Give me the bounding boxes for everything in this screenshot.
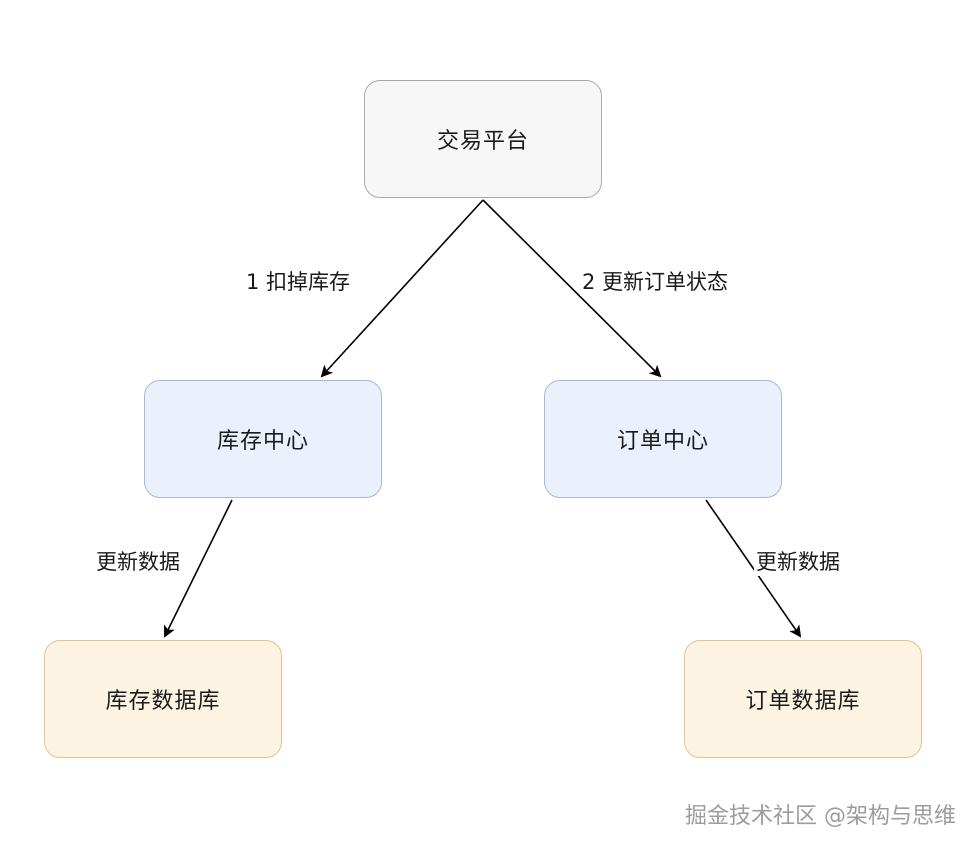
inventory-database-node: 库存数据库: [44, 640, 282, 758]
edge-label-deduct-inventory: 1 扣掉库存: [244, 266, 353, 296]
trading-platform-node: 交易平台: [364, 80, 602, 198]
inventory-center-label: 库存中心: [216, 429, 309, 454]
order-center-label: 订单中心: [616, 429, 709, 454]
edge-top-to-order: [482, 199, 662, 378]
trading-platform-label: 交易平台: [436, 129, 529, 154]
inventory-database-label: 库存数据库: [105, 689, 221, 714]
edge-label-update-order-status: 2 更新订单状态: [580, 266, 731, 296]
edge-top-to-inventory: [320, 199, 484, 378]
edge-inventory-to-db: [164, 499, 233, 638]
edge-label-update-inventory-data: 更新数据: [94, 546, 182, 576]
order-database-node: 订单数据库: [684, 640, 922, 758]
inventory-center-node: 库存中心: [144, 380, 382, 498]
edge-order-to-db: [705, 499, 802, 638]
watermark: 掘金技术社区 @架构与思维: [685, 804, 956, 829]
order-database-label: 订单数据库: [745, 689, 861, 714]
edge-label-update-order-data: 更新数据: [754, 546, 842, 576]
order-center-node: 订单中心: [544, 380, 782, 498]
